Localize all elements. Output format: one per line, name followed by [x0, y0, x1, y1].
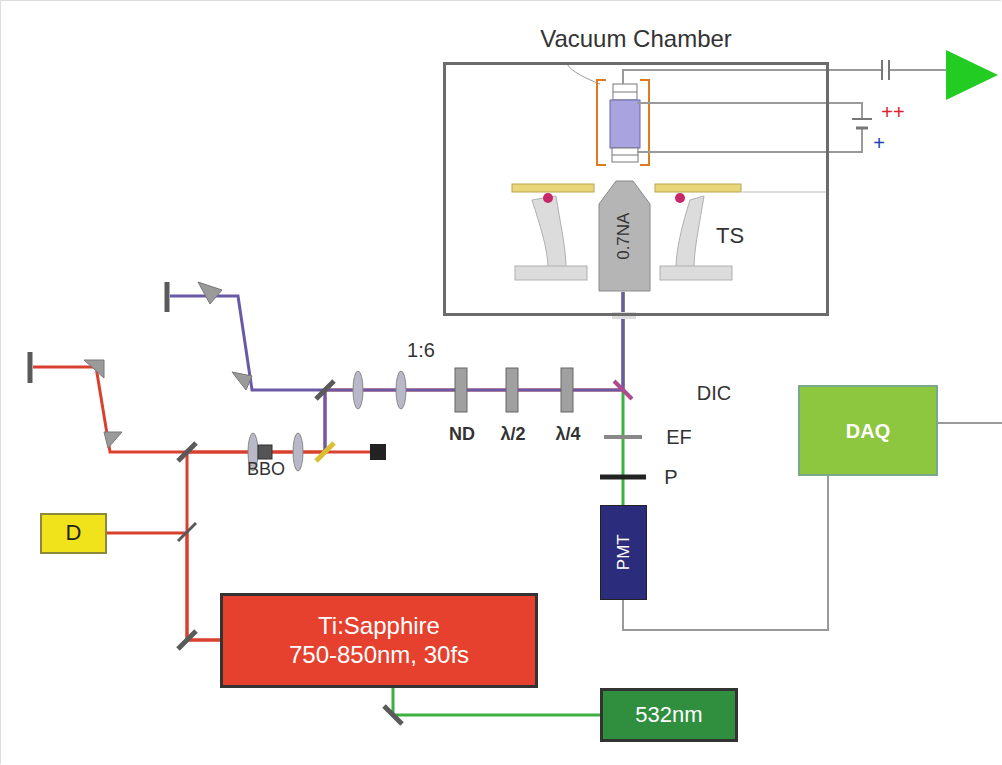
- waveplate: [455, 368, 573, 412]
- pmt-box: PMT: [600, 505, 647, 600]
- daq-box: DAQ: [798, 385, 938, 476]
- node-label: DAQ: [846, 419, 890, 443]
- prism: [84, 360, 104, 378]
- node-label: PMT: [613, 535, 633, 571]
- stage-plate: [655, 184, 741, 192]
- part-label: λ/4: [555, 425, 580, 445]
- sample-holder: [597, 80, 606, 165]
- mirror: [384, 706, 402, 724]
- capacitor-symbol: [888, 60, 890, 80]
- sample-holder: [612, 155, 638, 156]
- pivot-dot: [543, 193, 553, 203]
- capacitor-symbol: [882, 60, 889, 80]
- violet-beam: [170, 296, 325, 390]
- battery-symbol: [852, 119, 872, 128]
- emission-filter: [604, 435, 642, 439]
- beam-connector: [107, 533, 220, 640]
- translation-stage: [532, 196, 566, 268]
- bbo-crystal: [258, 445, 272, 459]
- mirror: [178, 631, 196, 649]
- beam-connector: [623, 476, 828, 630]
- lens: [248, 371, 406, 471]
- violet-beam: [325, 292, 623, 452]
- mirror: [316, 381, 334, 399]
- dichroic-mirror: [316, 443, 334, 461]
- sample-holder: [610, 100, 640, 148]
- stage-cable: [742, 192, 829, 193]
- mirror: [178, 443, 196, 461]
- waveplate: [561, 368, 573, 412]
- sample-holder: [613, 84, 637, 100]
- objective-lens: 0.7NA: [597, 180, 652, 292]
- pump-laser-box: 532nm: [600, 688, 738, 742]
- text-group: DAQ: [846, 419, 890, 443]
- lens: [353, 371, 363, 409]
- part-label: ND: [449, 425, 475, 445]
- text-group: Ti:Sapphire750-850nm, 30fs: [289, 612, 469, 670]
- mirror: [28, 352, 33, 383]
- polarity-sign: +: [873, 132, 885, 154]
- prism: [104, 432, 122, 448]
- node-label: 532nm: [635, 702, 702, 728]
- capacitor-symbol: [881, 60, 883, 80]
- detector-box: D: [40, 513, 107, 553]
- translation-stage: [676, 196, 704, 268]
- beam-connector: [187, 292, 623, 640]
- part-label: EF: [666, 426, 692, 448]
- translation-stage: [660, 266, 732, 280]
- node-label: D: [66, 520, 82, 546]
- sample-holder: [612, 148, 638, 162]
- chamber-cable: [567, 64, 600, 84]
- battery-symbol: [852, 118, 872, 120]
- pivot-dot: [675, 193, 685, 203]
- mirror: [30, 282, 632, 724]
- prism: [232, 372, 252, 390]
- mirror: [178, 523, 196, 541]
- laser-box: Ti:Sapphire750-850nm, 30fs: [220, 593, 538, 688]
- battery-symbol: [856, 127, 868, 130]
- chamber-title: Vacuum Chamber: [540, 25, 732, 54]
- lens: [396, 371, 406, 409]
- telescope-ratio: 1:6: [407, 339, 435, 361]
- node-label: 0.7NA: [614, 212, 634, 259]
- text-group: 0.7NA: [601, 226, 648, 246]
- node-label: Ti:Sapphire: [318, 612, 440, 641]
- vacuum-chamber: Vacuum Chamber0.7NA: [443, 62, 829, 316]
- polarizer: [600, 475, 646, 480]
- stage-plate: [512, 184, 594, 192]
- amplifier-symbol: [946, 50, 998, 100]
- beam-dump: [370, 444, 386, 460]
- mirror: [614, 381, 632, 399]
- prism: [198, 282, 222, 304]
- wire: [889, 69, 946, 71]
- polarity-sign: ++: [881, 101, 904, 123]
- text-group: 532nm: [635, 702, 702, 728]
- text-group: PMT: [606, 542, 642, 562]
- part-label: TS: [716, 224, 744, 248]
- wire: [623, 70, 882, 84]
- beam-connector: [393, 688, 600, 715]
- part-label: P: [664, 466, 677, 488]
- part-label: DIC: [697, 382, 731, 404]
- red-beam: [33, 367, 372, 452]
- wire: [623, 70, 1002, 423]
- translation-stage: [515, 266, 587, 280]
- sample-holder: [613, 92, 637, 93]
- red-beam: [33, 367, 372, 452]
- mirror: [165, 282, 170, 312]
- wire: [938, 422, 1002, 424]
- objective-body: [599, 181, 650, 291]
- prism: [84, 282, 252, 448]
- waveplate: [506, 368, 518, 412]
- part-label: λ/2: [500, 425, 525, 445]
- part-label: BBO: [247, 460, 285, 480]
- node-sublabel: 750-850nm, 30fs: [289, 641, 469, 670]
- violet-beam: [170, 292, 623, 452]
- lens: [293, 433, 303, 471]
- waveplate: [455, 368, 467, 412]
- text-group: D: [66, 520, 82, 546]
